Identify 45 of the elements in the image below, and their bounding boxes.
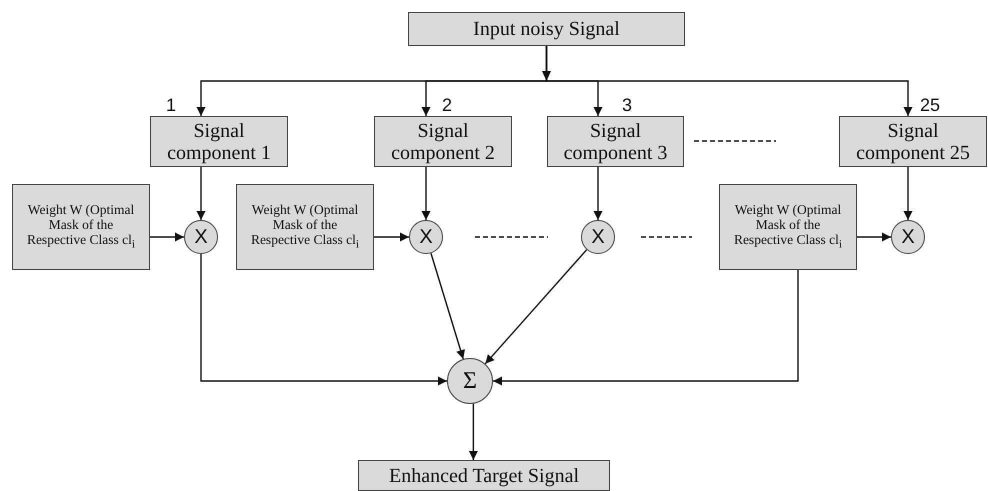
branch-number: 3 [622, 96, 632, 114]
arrow [484, 249, 588, 364]
summation-circle [447, 358, 493, 404]
node-label: Weight W (Optimal Mask of the Respective Class cl$_{i}$ [250, 203, 360, 251]
arrow [594, 167, 602, 220]
process-box [839, 116, 987, 167]
arrow [374, 232, 409, 242]
process-box [358, 460, 610, 491]
multiplier-circle [581, 220, 615, 254]
branch-number: 2 [442, 96, 452, 114]
node-label: Enhanced Target Signal [388, 464, 580, 486]
arrow [430, 253, 465, 360]
arrow [200, 254, 447, 386]
process-box [374, 116, 512, 167]
node-label: Weight W (Optimal Mask of the Respective Class cl$_{i}$ [26, 203, 136, 251]
node-label: Signal component 25 [855, 120, 971, 164]
multiplier-circle [184, 220, 218, 254]
operator-symbol: X [591, 226, 605, 248]
branch-number: 1 [166, 96, 176, 114]
operator-symbol: X [419, 226, 433, 248]
branch-number: 25 [920, 96, 940, 114]
process-box [12, 184, 150, 270]
arrow [422, 167, 430, 220]
operator-symbol: X [194, 226, 208, 248]
operator-symbol: X [901, 226, 915, 248]
arrow [493, 270, 799, 386]
node-label: Signal component 3 [562, 120, 668, 164]
arrow [904, 167, 912, 220]
node-label: Input noisy Signal [473, 18, 620, 40]
operator-symbol: Σ [463, 368, 477, 394]
process-box [408, 12, 685, 46]
multiplier-circle [409, 220, 443, 254]
process-box [547, 116, 684, 167]
multiplier-circle [891, 220, 925, 254]
node-label: Weight W (Optimal Mask of the Respective Class cl$_{i}$ [732, 203, 844, 251]
node-label: Signal component 2 [390, 120, 496, 164]
process-box [150, 116, 288, 167]
arrow [150, 232, 184, 242]
arrow [196, 167, 206, 220]
node-label: Signal component 1 [166, 120, 272, 164]
process-box [719, 184, 857, 270]
arrow [468, 404, 478, 460]
arrow [857, 232, 891, 242]
arrow [546, 46, 912, 116]
process-box [236, 184, 374, 270]
